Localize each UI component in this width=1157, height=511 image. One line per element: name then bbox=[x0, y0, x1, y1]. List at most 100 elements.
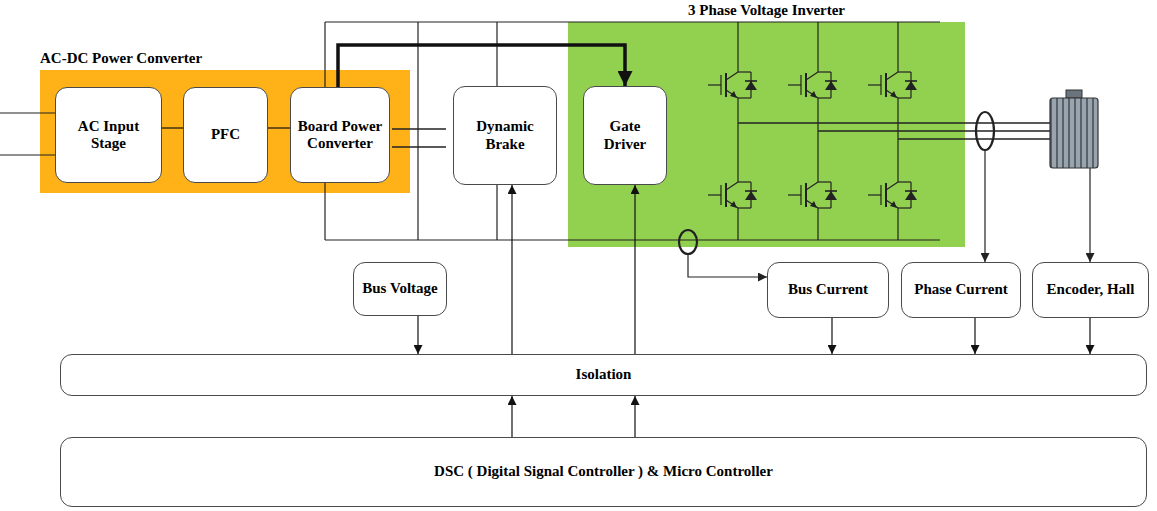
igbt-stroke bbox=[738, 122, 1050, 124]
igbt-stroke bbox=[885, 73, 887, 97]
igbt-stroke bbox=[897, 98, 898, 182]
igbt-stroke bbox=[806, 90, 818, 98]
igbt-stroke bbox=[886, 182, 898, 190]
igbt-stroke bbox=[805, 183, 807, 207]
igbt-stroke bbox=[898, 97, 911, 98]
dc-bus-rail bbox=[325, 21, 940, 22]
sensor-lead bbox=[984, 150, 985, 262]
box-label: PFC bbox=[211, 126, 240, 143]
igbt-stroke bbox=[725, 183, 727, 207]
diode-symbol bbox=[825, 81, 837, 90]
igbt-stroke bbox=[897, 208, 898, 240]
igbt-stroke bbox=[806, 182, 818, 190]
igbt-stroke bbox=[905, 80, 917, 82]
igbt-stroke bbox=[788, 84, 801, 85]
igbt-stroke bbox=[745, 190, 757, 192]
converter-panel bbox=[40, 70, 410, 193]
power-arrow bbox=[338, 45, 625, 87]
motor-shaft bbox=[1066, 90, 1082, 98]
signal-connector bbox=[1089, 318, 1090, 354]
signal-connector bbox=[417, 316, 418, 354]
sensor-lead bbox=[1089, 168, 1090, 262]
igbt-arrow bbox=[810, 201, 817, 208]
group-heading: 3 Phase Voltage Inverter bbox=[688, 2, 845, 18]
dc-bus-wire bbox=[417, 22, 418, 240]
box-label: Bus Voltage bbox=[362, 280, 437, 297]
igbt-stroke bbox=[818, 71, 831, 72]
diode-symbol bbox=[745, 191, 757, 200]
signal-connector bbox=[511, 185, 512, 354]
ac-input-wire bbox=[0, 112, 55, 113]
igbt-arrow bbox=[890, 91, 897, 98]
igbt-stroke bbox=[806, 72, 818, 80]
igbt-stroke bbox=[868, 194, 881, 195]
igbt-arrow bbox=[730, 91, 737, 98]
box-label: Phase Current bbox=[914, 281, 1007, 298]
igbt-stroke bbox=[898, 71, 911, 72]
igbt-stroke bbox=[726, 72, 738, 80]
signal-connector bbox=[634, 396, 635, 437]
converter-group: AC-DC Power ConverterAC Input StagePFCBo… bbox=[40, 70, 410, 193]
igbt-stroke bbox=[738, 97, 751, 98]
inverter-panel bbox=[568, 22, 965, 247]
ac-input-wire bbox=[0, 154, 55, 155]
igbt-bridge bbox=[708, 22, 1050, 240]
sensor-box: Bus Current bbox=[767, 262, 889, 318]
box-label: Dynamic Brake bbox=[460, 118, 550, 153]
process-box: Gate Driver bbox=[583, 86, 667, 185]
signal-connector bbox=[634, 185, 635, 354]
signal-connector bbox=[268, 127, 290, 128]
signal-connector bbox=[974, 318, 975, 354]
igbt-arrow bbox=[890, 201, 897, 208]
capacitor-plate bbox=[392, 146, 446, 147]
diode-symbol bbox=[905, 191, 917, 200]
igbt-stroke bbox=[738, 181, 751, 182]
igbt-stroke bbox=[738, 207, 751, 208]
group-heading: AC-DC Power Converter bbox=[40, 50, 202, 66]
igbt-stroke bbox=[897, 22, 898, 72]
process-box: PFC bbox=[183, 87, 268, 183]
signal-connector bbox=[162, 127, 183, 128]
diode-symbol bbox=[905, 81, 917, 90]
dc-bus-rail bbox=[325, 239, 940, 240]
motor-symbol bbox=[1050, 98, 1098, 168]
igbt-stroke bbox=[725, 73, 727, 97]
igbt-stroke bbox=[745, 80, 757, 82]
igbt-stroke bbox=[817, 208, 818, 240]
igbt-stroke bbox=[868, 84, 881, 85]
diode-symbol bbox=[825, 191, 837, 200]
igbt-stroke bbox=[737, 22, 738, 72]
box-label: Bus Current bbox=[788, 281, 868, 298]
igbt-stroke bbox=[738, 71, 751, 72]
sensor-box: Bus Voltage bbox=[353, 262, 447, 316]
igbt-stroke bbox=[898, 207, 911, 208]
signal-connector bbox=[831, 318, 832, 354]
igbt-stroke bbox=[818, 97, 831, 98]
isolation-bar: Isolation bbox=[60, 354, 1147, 396]
igbt-stroke bbox=[818, 130, 1050, 132]
igbt-stroke bbox=[726, 200, 738, 208]
igbt-stroke bbox=[726, 90, 738, 98]
process-box: AC Input Stage bbox=[55, 87, 162, 183]
igbt-stroke bbox=[898, 138, 1050, 140]
igbt-stroke bbox=[905, 190, 917, 192]
process-box: Board Power Converter bbox=[290, 87, 390, 183]
box-label: DSC ( Digital Signal Controller ) & Micr… bbox=[434, 463, 773, 480]
inverter-group: 3 Phase Voltage InverterGate Driver bbox=[568, 22, 965, 247]
box-label: Gate Driver bbox=[590, 118, 660, 153]
igbt-arrow bbox=[810, 91, 817, 98]
box-label: Isolation bbox=[576, 366, 632, 383]
igbt-stroke bbox=[886, 90, 898, 98]
igbt-stroke bbox=[726, 182, 738, 190]
box-label: AC Input Stage bbox=[62, 118, 155, 153]
igbt-stroke bbox=[806, 200, 818, 208]
igbt-stroke bbox=[817, 98, 818, 182]
igbt-stroke bbox=[818, 181, 831, 182]
igbt-stroke bbox=[708, 84, 721, 85]
diode-symbol bbox=[745, 81, 757, 90]
sensor-box: Phase Current bbox=[901, 262, 1021, 318]
igbt-stroke bbox=[737, 98, 738, 182]
box-label: Board Power Converter bbox=[297, 118, 383, 153]
